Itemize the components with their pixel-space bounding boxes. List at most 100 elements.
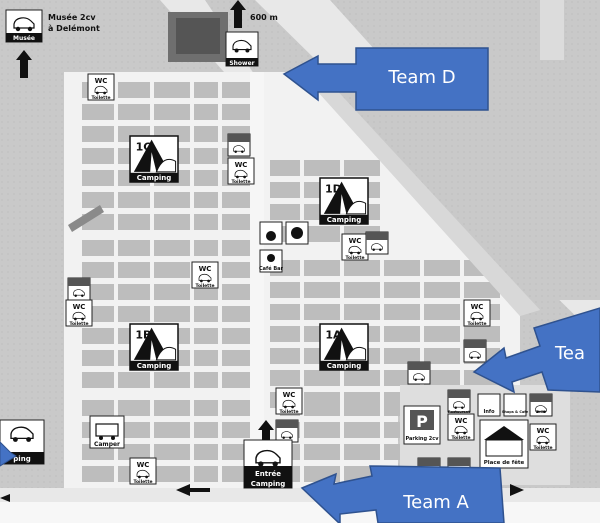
entrance-car-icon [255, 449, 281, 467]
plot-row [82, 284, 250, 300]
plot-row [270, 304, 500, 320]
wc-left-text: WC [73, 303, 86, 311]
entrance-line2: Camping [251, 480, 286, 488]
info-label: Info [483, 409, 495, 415]
zone-1b-tent-icon [129, 323, 179, 371]
team-a-arrow [300, 465, 505, 523]
fete-roof [484, 426, 524, 440]
plot-row [82, 126, 250, 142]
plot-row [82, 104, 250, 120]
museum-car-icon [13, 17, 35, 32]
wc-bottom-text: WC [137, 461, 150, 469]
picto-south-car-icon [281, 431, 293, 439]
entrance-arrow-icon [258, 420, 274, 440]
plot-row [270, 282, 500, 298]
wc-center-sub: Toilette [195, 283, 214, 289]
zone-1a-id: 1A [325, 329, 342, 342]
zone-1b-label: Camping [137, 362, 172, 370]
plot-row [82, 192, 250, 208]
picto-accessible-band [464, 340, 486, 348]
wc-south-car-icon [282, 399, 296, 409]
path-vertical [420, 80, 424, 485]
picto-1d-right-band [366, 232, 388, 240]
cafe-group-icon [291, 227, 303, 239]
picto-left-car-icon [73, 289, 85, 297]
path-vertical [460, 80, 464, 485]
path-vertical [114, 80, 118, 485]
restaurant-label: Restaurant [448, 410, 470, 414]
parking-symbol: P [416, 412, 428, 431]
wc-top-left-sub: Toilette [91, 95, 110, 101]
wc-right-car-icon [470, 311, 484, 321]
path-vertical [380, 80, 384, 485]
museum-line1: Musée 2cv [48, 12, 96, 22]
picto-bottom2-band [448, 458, 470, 466]
team-right-label: Tea [554, 343, 585, 364]
zone-1c-label: Camping [137, 174, 172, 182]
zone-1d-label: Camping [327, 216, 362, 224]
zone-1d-id: 1D [325, 183, 342, 196]
zone-1a-label: Camping [327, 362, 362, 370]
wc-service-text: WC [455, 417, 468, 425]
left-camping-label: ping [13, 455, 30, 463]
picto-1c-top-car-icon [233, 145, 245, 153]
wc-top-left-car-icon [94, 85, 108, 95]
zone-1c-id: 1C [136, 141, 152, 154]
plot-row [82, 372, 250, 388]
team-d-label: Team D [387, 67, 455, 88]
museum-icon-label: Musée [13, 35, 35, 42]
cafe-bar-cup-icon [267, 254, 275, 262]
museum-band [6, 33, 42, 42]
wc-top-left-text: WC [95, 77, 108, 85]
info-icon [477, 393, 501, 417]
picto-1c-top-band [228, 134, 250, 142]
plot-row [82, 466, 250, 482]
fete-tent-body [485, 439, 523, 457]
shower-car-icon [232, 39, 252, 53]
picto-south-band [276, 420, 298, 428]
path-vertical [340, 80, 344, 485]
zone-1c-tent-icon [129, 135, 179, 183]
wc-south-sub: Toilette [279, 409, 298, 415]
picto-restaurant-car-icon [453, 401, 465, 409]
team-left-arrow [0, 441, 17, 467]
zone-1a-tent-icon [319, 323, 369, 371]
wc-service-car-icon [454, 425, 468, 435]
plot-row [82, 400, 250, 416]
camper-wheel [99, 436, 103, 440]
road-arrow-right-icon [510, 484, 524, 496]
wc-left-car-icon [72, 311, 86, 321]
left-camping-car-icon [10, 426, 34, 442]
wc-top-left [87, 73, 115, 101]
wc-1d-car-icon [348, 245, 362, 255]
wc-1d-sub: Toilette [345, 255, 364, 261]
entrance-band [244, 466, 292, 488]
bottom-edge [0, 502, 600, 523]
shower-distance: 600 m [250, 13, 278, 22]
path-vertical [218, 80, 222, 485]
museum-arrow-icon [16, 50, 32, 78]
picto-accessible-car-icon [469, 351, 481, 359]
shops-icon [503, 393, 527, 417]
plot-row [82, 214, 250, 230]
wc-bottom-car-icon [136, 469, 150, 479]
wc-fete-text: WC [537, 427, 550, 435]
wc-service-sub: Toilette [451, 435, 470, 441]
picto-bottom1-band [418, 458, 440, 466]
left-hut [68, 205, 104, 232]
picto-first-aid-car-icon [413, 373, 425, 381]
picto-restaurant-band [448, 390, 470, 398]
team-d-arrow [282, 47, 489, 111]
wc-right-sub: Toilette [467, 321, 486, 327]
field-inner [176, 18, 220, 54]
plot-row [270, 370, 500, 386]
road-arrow-left-icon [176, 484, 210, 496]
path-vertical [300, 80, 304, 485]
wc-south-text: WC [283, 391, 296, 399]
wc-left-sub: Toilette [69, 321, 88, 327]
entrance-line1: Entrée [255, 470, 281, 478]
wc-1c-text: WC [235, 161, 248, 169]
path-vertical [150, 80, 154, 485]
road-arrow-far-left-icon [0, 494, 10, 502]
